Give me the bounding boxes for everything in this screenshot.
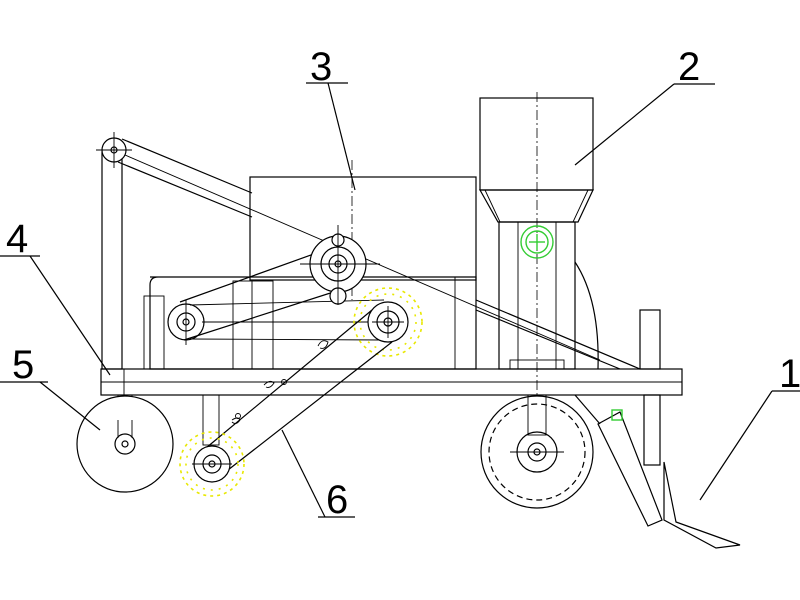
leader-lines [0,82,800,518]
seed-column [498,221,599,370]
upper-sprocket [353,287,423,357]
lower-housing [143,276,477,370]
label-chain-drive: 6 [326,478,348,522]
belt-drive [167,245,385,345]
lower-sprocket [179,394,245,497]
label-furrow-opener: 1 [779,352,800,396]
front-wheel [76,394,174,493]
label-front-wheel: 5 [12,343,34,387]
label-seed-hopper: 2 [678,45,700,89]
fertilizer-box [249,160,477,300]
label-fertilizer-box: 3 [310,45,332,89]
right-strut [475,299,641,370]
rear-wheel [480,394,594,509]
right-post [639,309,661,466]
frame-beam [100,368,683,396]
chain-drive [205,309,393,471]
furrow-opener [574,394,741,549]
metering-wheel [300,225,380,305]
label-frame: 4 [6,217,28,261]
